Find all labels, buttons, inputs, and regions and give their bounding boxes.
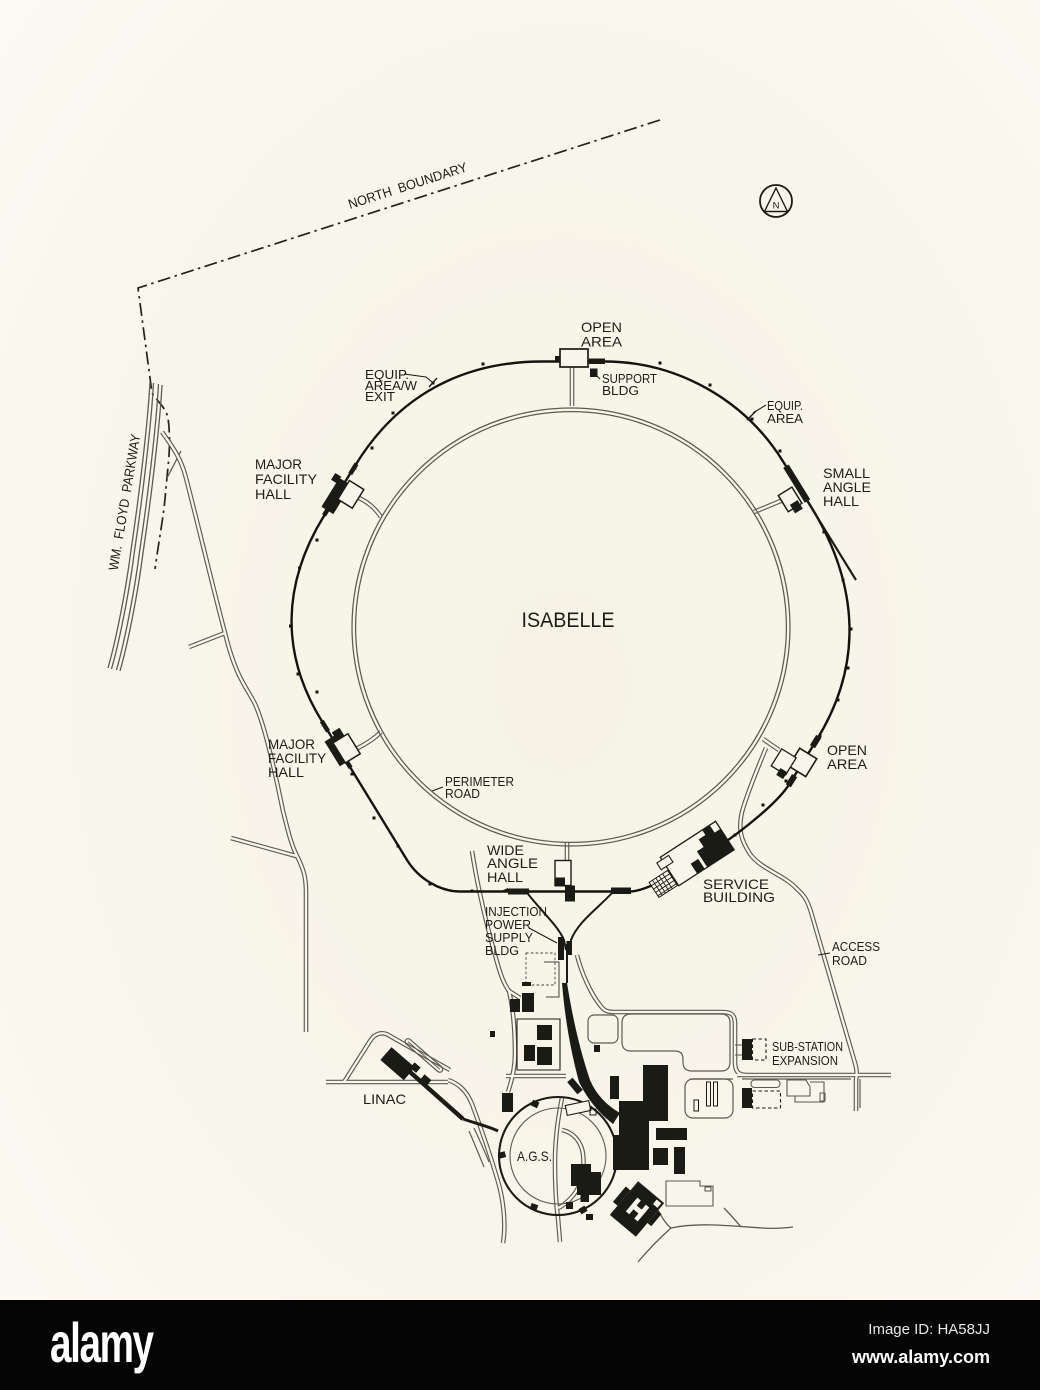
svg-text:FACILITY: FACILITY <box>255 471 318 487</box>
svg-text:OPEN: OPEN <box>827 742 867 758</box>
svg-text:BUILDING: BUILDING <box>703 889 775 905</box>
svg-text:MAJOR: MAJOR <box>255 456 302 472</box>
svg-text:ISABELLE: ISABELLE <box>522 609 615 632</box>
svg-text:OPEN: OPEN <box>581 319 622 335</box>
svg-text:BLDG: BLDG <box>602 384 639 398</box>
svg-text:AREA/W: AREA/W <box>365 379 417 393</box>
svg-text:HALL: HALL <box>268 764 304 780</box>
svg-text:FACILITY: FACILITY <box>268 750 327 766</box>
svg-text:AREA: AREA <box>767 412 804 426</box>
svg-text:MAJOR: MAJOR <box>268 736 315 752</box>
svg-text:N: N <box>773 201 780 212</box>
svg-text:HALL: HALL <box>255 486 291 502</box>
svg-text:INJECTION: INJECTION <box>485 905 547 919</box>
svg-text:AREA: AREA <box>827 756 868 772</box>
svg-text:POWER: POWER <box>485 918 531 932</box>
svg-text:AREA: AREA <box>581 334 623 350</box>
svg-text:LINAC: LINAC <box>363 1091 406 1107</box>
svg-text:ROAD: ROAD <box>832 954 867 968</box>
svg-text:ACCESS: ACCESS <box>832 940 880 954</box>
svg-text:EQUIP.: EQUIP. <box>365 368 409 382</box>
svg-text:HALL: HALL <box>487 869 523 885</box>
svg-text:SUPPLY: SUPPLY <box>485 931 534 945</box>
svg-text:SUB-STATION: SUB-STATION <box>772 1040 843 1054</box>
svg-text:SMALL: SMALL <box>823 465 870 481</box>
svg-text:ANGLE: ANGLE <box>823 479 871 495</box>
svg-text:A.G.S.: A.G.S. <box>517 1148 552 1164</box>
svg-text:SUPPORT: SUPPORT <box>602 372 657 386</box>
svg-text:ROAD: ROAD <box>445 787 480 801</box>
svg-text:ANGLE: ANGLE <box>487 855 538 871</box>
svg-text:HALL: HALL <box>823 493 859 509</box>
svg-text:BLDG: BLDG <box>485 944 519 958</box>
svg-text:SERVICE: SERVICE <box>703 876 769 892</box>
svg-text:EQUIP.: EQUIP. <box>767 399 803 413</box>
svg-text:WIDE: WIDE <box>487 842 524 858</box>
svg-text:EXPANSION: EXPANSION <box>772 1054 838 1068</box>
svg-text:PERIMETER: PERIMETER <box>445 775 514 789</box>
svg-text:EXIT: EXIT <box>365 390 395 404</box>
